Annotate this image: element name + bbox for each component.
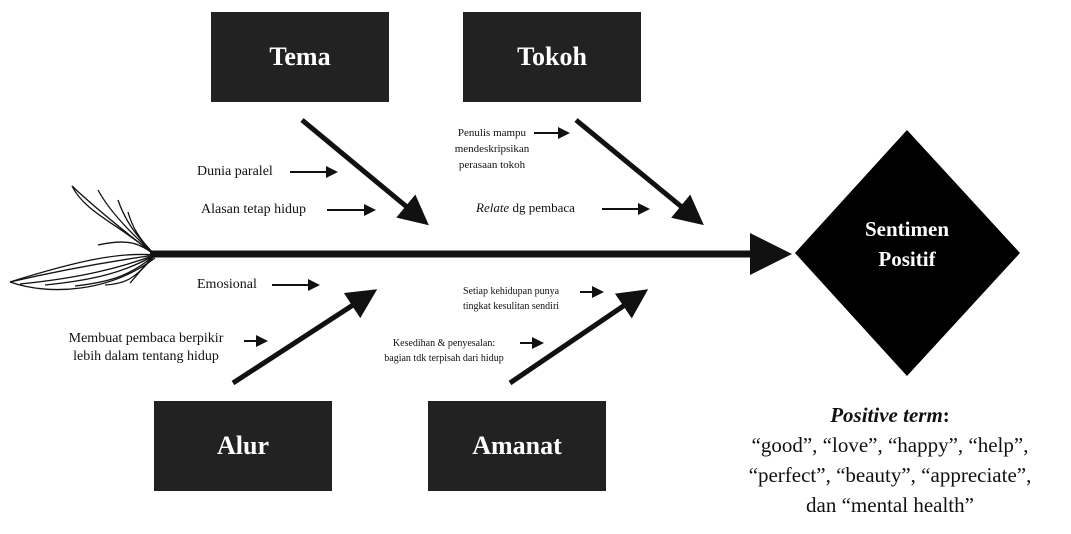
category-box-alur: Alur [154, 401, 332, 491]
cause-tokoh-2-rest: dg pembaca [509, 200, 575, 215]
cause-alur-2: Membuat pembaca berpikir lebih dalam ten… [52, 330, 240, 366]
cause-tokoh-1-line2: mendeskripsikan [454, 143, 530, 155]
cause-tokoh-1-line3: perasaan tokoh [458, 159, 526, 171]
cause-tema-2: Alasan tetap hidup [201, 202, 306, 217]
category-label-tema: Tema [269, 42, 331, 71]
positive-terms-line1: “good”, “love”, “happy”, “help”, [751, 433, 1029, 457]
positive-terms: Positive term: “good”, “love”, “happy”, … [720, 400, 1060, 520]
category-label-amanat: Amanat [472, 431, 562, 460]
category-box-amanat: Amanat [428, 401, 606, 491]
cause-amanat-1-line1: Setiap kehidupan punya [462, 286, 560, 297]
category-box-tema: Tema [211, 12, 389, 102]
category-label-alur: Alur [217, 431, 269, 460]
effect-diamond [795, 130, 1020, 376]
cause-tokoh-2: Relate dg pembaca [476, 200, 575, 216]
effect-label: Sentimen Positif [842, 214, 972, 274]
cause-amanat-2-line1: Kesedihan & penyesalan: [392, 338, 496, 349]
effect-label-line2: Positif [878, 247, 936, 271]
cause-tema-1: Dunia paralel [197, 164, 273, 179]
category-label-tokoh: Tokoh [517, 42, 587, 71]
cause-amanat-1: Setiap kehidupan punya tingkat kesulitan… [446, 284, 576, 314]
bone-amanat [508, 289, 649, 386]
positive-terms-line3: dan “mental health” [806, 493, 974, 517]
positive-terms-title-italic: Positive term [830, 403, 943, 427]
positive-terms-line2: “perfect”, “beauty”, “appreciate”, [748, 463, 1032, 487]
cause-alur-1: Emosional [197, 277, 257, 292]
cause-tokoh-2-italic: Relate [476, 200, 510, 215]
bone-tokoh [574, 118, 704, 226]
cause-tokoh-1-line1: Penulis mampu [457, 127, 527, 139]
cause-amanat-2-line2: bagian tdk terpisah dari hidup [384, 353, 504, 364]
cause-amanat-1-line2: tingkat kesulitan sendiri [462, 301, 560, 312]
bone-alur [231, 289, 378, 386]
positive-terms-title: Positive term: [720, 400, 1060, 430]
cause-tokoh-1: Penulis mampu mendeskripsikan perasaan t… [440, 125, 544, 173]
cause-alur-2-line1: Membuat pembaca berpikir [68, 331, 224, 346]
fish-tail-icon [9, 185, 156, 291]
effect-label-line1: Sentimen [865, 217, 949, 241]
bone-tema [300, 118, 429, 226]
category-box-tokoh: Tokoh [463, 12, 641, 102]
cause-alur-2-line2: lebih dalam tentang hidup [73, 349, 219, 364]
cause-amanat-2: Kesedihan & penyesalan: bagian tdk terpi… [370, 336, 518, 366]
positive-terms-title-colon: : [942, 403, 950, 427]
